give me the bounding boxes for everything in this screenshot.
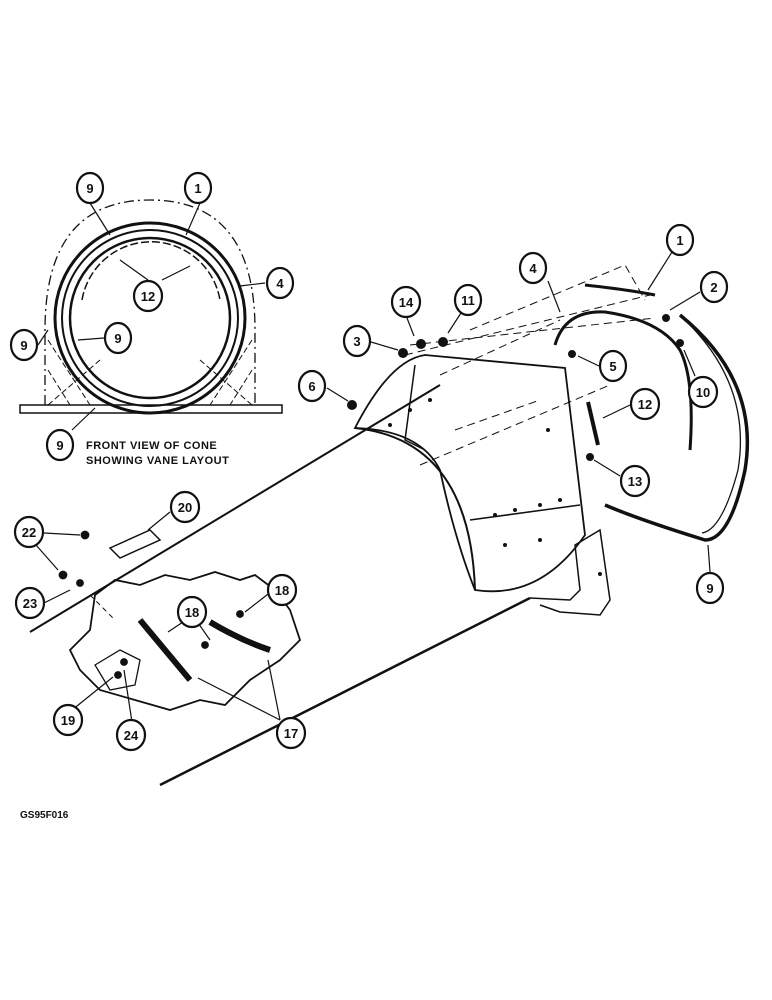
svg-text:18: 18 xyxy=(275,583,289,598)
callout-10: 10 xyxy=(687,375,719,409)
inset-caption-line2: SHOWING VANE LAYOUT xyxy=(86,455,230,467)
cutaway-outline xyxy=(68,571,302,711)
callout-9-main: 9 xyxy=(695,571,725,605)
callout-24: 24 xyxy=(115,718,147,752)
svg-text:19: 19 xyxy=(61,713,75,728)
svg-text:17: 17 xyxy=(284,726,298,741)
callout-18-left: 18 xyxy=(176,595,208,629)
svg-text:9: 9 xyxy=(56,438,63,453)
callout-4-inset: 4 xyxy=(265,266,295,300)
callouts: 9 1 4 12 9 9 9 1 2 4 14 11 3 5 10 6 12 1… xyxy=(9,171,729,752)
callout-17: 17 xyxy=(275,716,307,750)
svg-text:22: 22 xyxy=(22,525,36,540)
svg-text:9: 9 xyxy=(20,338,27,353)
callout-9-inset-bottom: 9 xyxy=(45,428,75,462)
cone-front-rim xyxy=(354,427,476,591)
svg-text:9: 9 xyxy=(114,331,121,346)
svg-text:13: 13 xyxy=(628,474,642,489)
tube-top-edge xyxy=(29,384,441,633)
cutaway-detail xyxy=(58,529,302,711)
svg-text:9: 9 xyxy=(86,181,93,196)
middle-vane-ring xyxy=(61,229,239,407)
svg-text:5: 5 xyxy=(609,359,616,374)
callout-14: 14 xyxy=(390,285,422,319)
svg-text:3: 3 xyxy=(353,334,360,349)
callout-1-inset: 1 xyxy=(183,171,213,205)
callout-9-inset-left: 9 xyxy=(9,328,39,362)
inner-vane-arc xyxy=(81,241,221,301)
leader-lines xyxy=(35,202,711,723)
svg-text:1: 1 xyxy=(676,233,683,248)
inner-vane-ring xyxy=(68,236,232,400)
callout-11: 11 xyxy=(453,283,483,317)
callout-9-inset-center: 9 xyxy=(103,321,133,355)
tube-bottom-edge xyxy=(159,596,531,787)
svg-text:6: 6 xyxy=(308,379,315,394)
svg-text:10: 10 xyxy=(696,385,710,400)
svg-text:24: 24 xyxy=(124,728,139,743)
svg-text:14: 14 xyxy=(399,295,414,310)
vane-strip-right xyxy=(208,619,271,653)
callout-13: 13 xyxy=(619,464,651,498)
callout-4-main: 4 xyxy=(518,251,548,285)
mounting-bracket xyxy=(529,528,611,616)
cone-body xyxy=(353,354,586,593)
bracing-lines xyxy=(47,339,253,406)
callout-3: 3 xyxy=(342,324,372,358)
svg-text:1: 1 xyxy=(194,181,201,196)
callout-5: 5 xyxy=(598,349,628,383)
cone-assembly xyxy=(29,264,750,787)
patch-plate xyxy=(94,649,141,691)
callout-19: 19 xyxy=(52,703,84,737)
svg-text:9: 9 xyxy=(706,581,713,596)
vane-ring-9-inner xyxy=(684,319,741,534)
top-bracket xyxy=(404,364,426,451)
front-view-inset xyxy=(19,199,283,415)
callout-9-top: 9 xyxy=(75,171,105,205)
callout-2: 2 xyxy=(699,270,729,304)
callout-20: 20 xyxy=(169,490,201,524)
svg-text:23: 23 xyxy=(23,596,37,611)
plate-20 xyxy=(108,529,162,559)
housing-outline xyxy=(44,199,256,405)
svg-text:20: 20 xyxy=(178,500,192,515)
svg-text:18: 18 xyxy=(185,605,199,620)
cone-seam xyxy=(469,504,581,521)
vane-segment-1 xyxy=(584,283,656,297)
callout-1-main: 1 xyxy=(665,223,695,257)
callout-23: 23 xyxy=(14,586,46,620)
vane-ring-9 xyxy=(604,313,750,542)
svg-text:2: 2 xyxy=(710,280,717,295)
svg-text:4: 4 xyxy=(529,261,537,276)
callout-12-main: 12 xyxy=(629,387,661,421)
svg-text:12: 12 xyxy=(141,289,155,304)
outer-vane-ring xyxy=(53,221,247,415)
drawing-code: GS95F016 xyxy=(20,810,69,821)
svg-text:12: 12 xyxy=(638,397,652,412)
svg-text:11: 11 xyxy=(461,293,475,308)
callout-18-right: 18 xyxy=(266,573,298,607)
svg-text:4: 4 xyxy=(276,276,284,291)
callout-6: 6 xyxy=(297,369,327,403)
callout-22: 22 xyxy=(13,515,45,549)
rivets xyxy=(388,398,602,576)
vane-strip-left xyxy=(137,618,193,682)
inset-caption-line1: FRONT VIEW OF CONE xyxy=(86,440,218,452)
callout-12-inset: 12 xyxy=(132,279,164,313)
vane-brace-12 xyxy=(586,401,600,446)
fasteners xyxy=(347,314,684,461)
vane-segment-4 xyxy=(553,310,693,451)
